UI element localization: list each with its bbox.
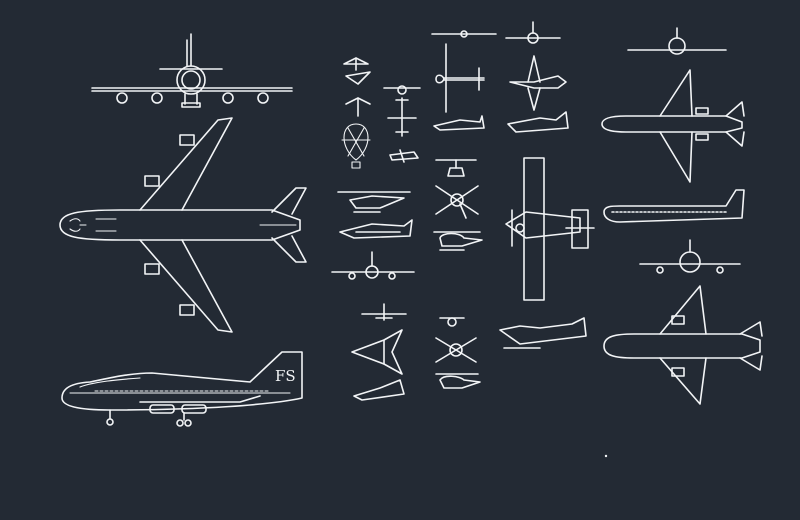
attack-helicopter-side-view bbox=[337, 191, 411, 213]
fighter-jet-front-view bbox=[361, 303, 407, 321]
jumbo-jet-top-view bbox=[59, 117, 307, 333]
business-jet-front-view bbox=[505, 21, 561, 44]
helicopter-side-view bbox=[433, 231, 483, 251]
twin-engine-aircraft-front-view bbox=[331, 251, 415, 280]
airliner-top-view bbox=[601, 69, 745, 183]
fighter-jet-side-view bbox=[339, 219, 413, 239]
light-aircraft-side-view bbox=[389, 149, 419, 163]
turboprop-side-view bbox=[565, 209, 595, 249]
jumbo-jet-front-view bbox=[91, 33, 293, 108]
hang-glider-top-view bbox=[343, 57, 369, 71]
turboprop-top-view bbox=[505, 157, 581, 301]
regional-jet-side-view bbox=[603, 189, 745, 223]
tail-lettering: FS bbox=[275, 367, 296, 385]
small-helicopter-top-view bbox=[435, 337, 477, 363]
hot-air-balloon bbox=[341, 123, 371, 169]
business-jet-side-view bbox=[507, 111, 569, 133]
jumbo-jet-side-view: FS bbox=[61, 351, 303, 427]
seaplane-side-view bbox=[499, 317, 587, 349]
small-helicopter-front-view bbox=[439, 317, 465, 327]
airliner-front-view-bottom bbox=[639, 239, 741, 274]
glider-side-view bbox=[433, 115, 485, 131]
glider-front-view bbox=[431, 30, 497, 38]
fighter-jet-side-view-small bbox=[353, 379, 405, 401]
small-helicopter-side-view bbox=[435, 373, 481, 389]
light-aircraft-top-view bbox=[387, 97, 417, 137]
business-jet-top-view bbox=[509, 55, 567, 111]
twin-jet-top-view bbox=[603, 285, 763, 405]
hang-glider-side-view bbox=[345, 71, 371, 85]
airliner-front-view-top bbox=[627, 27, 727, 55]
helicopter-front-view bbox=[435, 159, 477, 177]
glider-top-view bbox=[435, 43, 485, 113]
helicopter-top-view bbox=[435, 185, 479, 219]
hang-glider-front-view bbox=[345, 97, 371, 117]
stray-dot bbox=[604, 454, 608, 458]
fighter-jet-top-view bbox=[351, 329, 403, 375]
